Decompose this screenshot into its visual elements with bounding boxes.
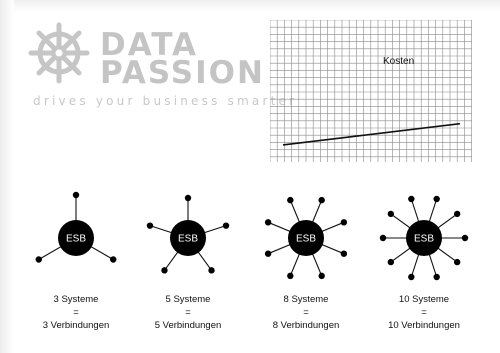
caption-equals: = — [185, 307, 191, 318]
caption-connections: 3 Verbindungen — [42, 320, 110, 331]
esb-hub — [58, 220, 94, 256]
system-node — [287, 272, 294, 280]
esb-topology-5: ESB — [146, 194, 230, 274]
system-node — [433, 273, 440, 281]
esb-topology-8: ESB — [264, 196, 348, 280]
system-node — [318, 196, 325, 204]
caption-8-systems: 8 Systeme = 8 Verbindungen — [251, 293, 361, 332]
system-node — [110, 256, 117, 263]
caption-3-systems: 3 Systeme = 3 Verbindungen — [21, 293, 131, 332]
esb-label: ESB — [296, 234, 316, 245]
system-node — [453, 258, 461, 266]
caption-equals: = — [73, 307, 79, 318]
system-node — [146, 222, 154, 229]
esb-label: ESB — [414, 234, 434, 245]
caption-systems: 3 Systeme — [53, 294, 99, 305]
top-shade — [0, 0, 500, 12]
system-node — [340, 219, 348, 226]
system-node — [340, 250, 348, 257]
caption-connections: 5 Verbindungen — [154, 320, 222, 331]
logo-word-data: DATA — [100, 27, 199, 63]
system-node — [461, 234, 469, 242]
caption-systems: 5 Systeme — [165, 294, 211, 305]
system-node — [264, 219, 272, 226]
esb-label: ESB — [178, 234, 198, 245]
caption-connections: 10 Verbindungen — [388, 320, 460, 331]
system-node — [408, 195, 415, 203]
system-node — [408, 273, 415, 281]
system-node — [161, 267, 168, 274]
system-node — [318, 272, 325, 280]
logo-tagline: drives your business smarter — [33, 94, 298, 108]
esb-hub — [406, 220, 442, 256]
system-node — [387, 210, 395, 218]
logo-word-passion: PASSION — [100, 55, 265, 91]
system-node — [453, 210, 461, 218]
cost-chart — [270, 20, 472, 162]
caption-10-systems: 10 Systeme = 10 Verbindungen — [369, 293, 479, 332]
caption-systems: 10 Systeme — [398, 294, 450, 305]
ships-wheel-icon — [28, 22, 90, 84]
caption-5-systems: 5 Systeme = 5 Verbindungen — [133, 293, 243, 332]
system-node — [72, 191, 80, 199]
esb-label: ESB — [66, 234, 86, 245]
system-node — [184, 194, 192, 202]
esb-topology-10: ESB — [379, 195, 469, 281]
esb-hub — [288, 220, 324, 256]
cost-line — [282, 122, 461, 146]
chart-title: Kosten — [383, 56, 415, 67]
system-node — [287, 196, 294, 204]
system-node — [387, 258, 395, 266]
system-node — [222, 222, 230, 229]
system-node — [264, 250, 272, 257]
system-node — [433, 195, 440, 203]
system-node — [379, 234, 387, 242]
caption-systems: 8 Systeme — [283, 294, 329, 305]
caption-connections: 8 Verbindungen — [272, 320, 340, 331]
esb-hub — [170, 220, 206, 256]
esb-topology-3: ESB — [35, 191, 117, 263]
system-node — [35, 256, 42, 263]
left-shade — [0, 0, 14, 353]
caption-equals: = — [421, 307, 427, 318]
system-node — [208, 267, 215, 274]
caption-equals: = — [303, 307, 309, 318]
